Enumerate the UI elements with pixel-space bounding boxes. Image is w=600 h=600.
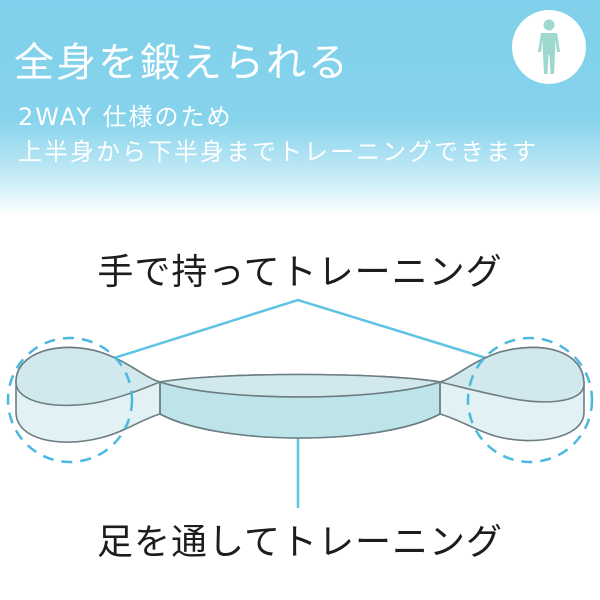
- label-hand-training: 手で持ってトレーニング: [97, 252, 503, 293]
- subtitle-line-2: 上半身から下半身までトレーニングできます: [18, 138, 538, 166]
- right-grip-highlight: [466, 336, 594, 464]
- hero-banner: 全身を鍛えられる 2WAY 仕様のため 上半身から下半身までトレーニングできます: [0, 0, 600, 215]
- person-body-icon: [512, 10, 586, 84]
- headline: 全身を鍛えられる: [14, 40, 350, 86]
- band-center-section: [159, 380, 441, 439]
- subtitle-line-1: 2WAY 仕様のため: [18, 103, 233, 131]
- label-foot-training: 足を通してトレーニング: [97, 522, 503, 563]
- left-grip-highlight: [6, 336, 134, 464]
- hand-callout-line: [113, 298, 487, 360]
